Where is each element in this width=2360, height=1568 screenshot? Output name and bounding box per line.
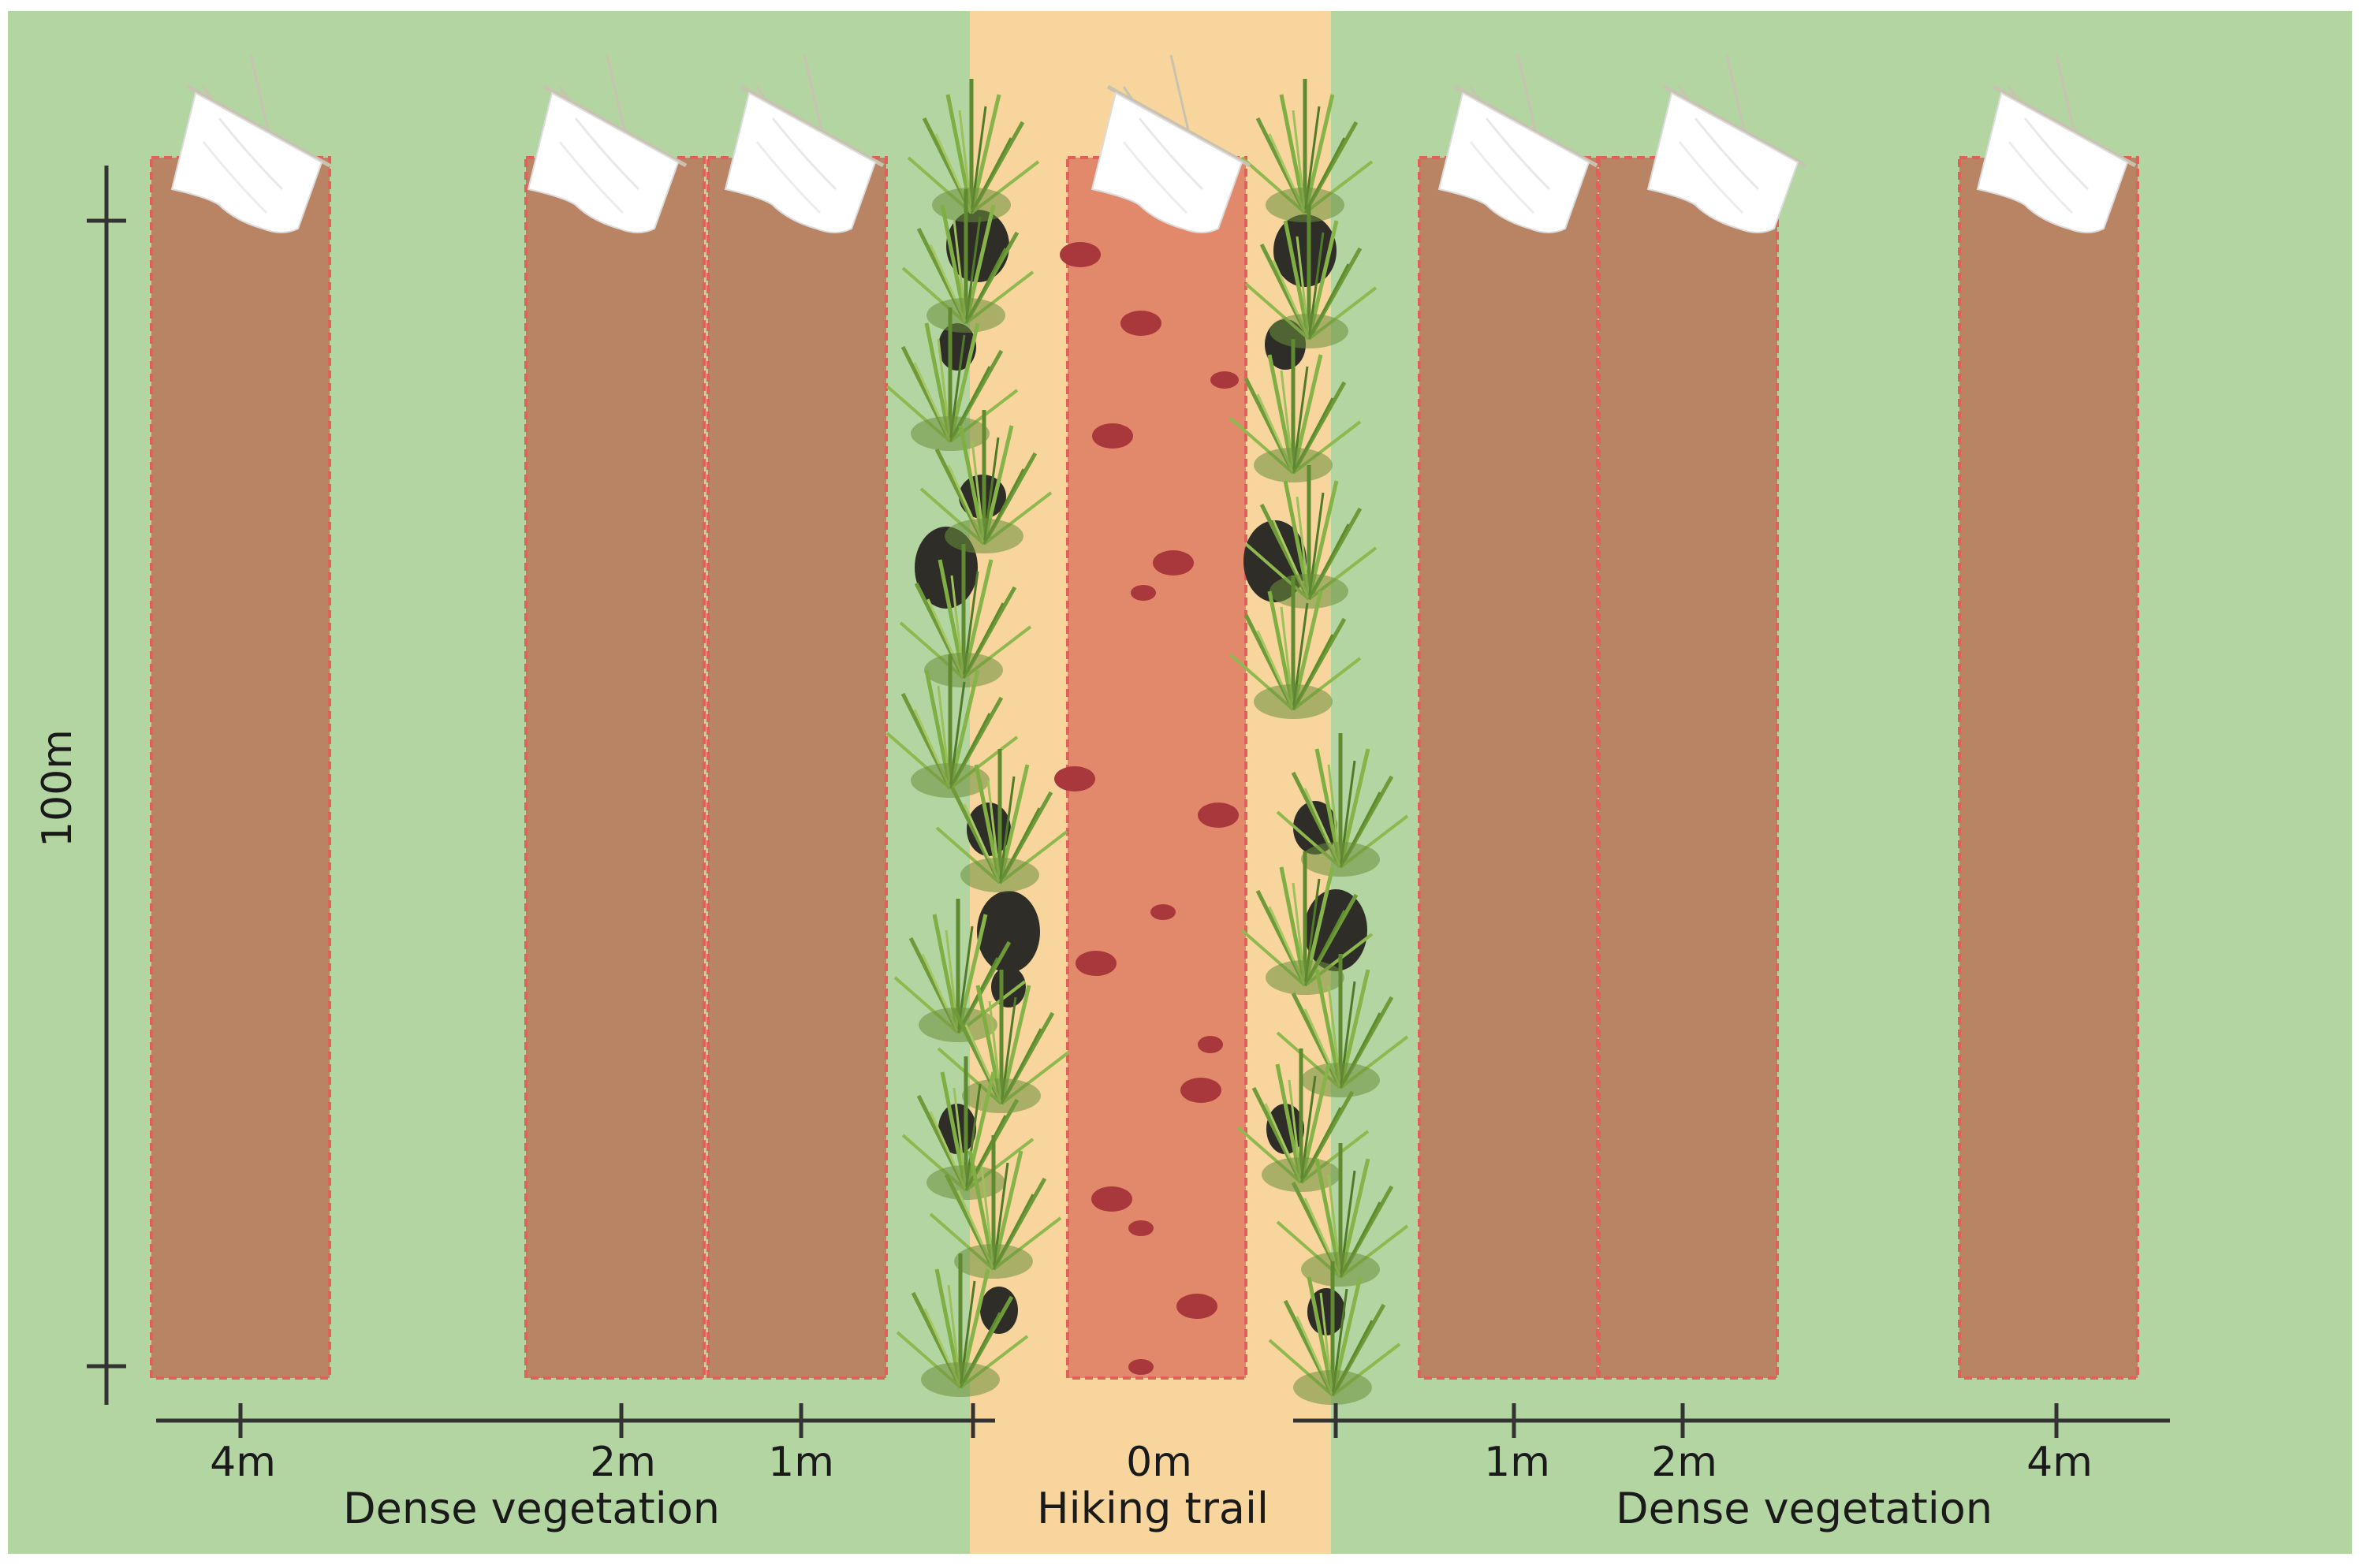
pebble-icon [1176, 1294, 1217, 1319]
pebble-icon [1091, 1186, 1132, 1212]
distance-label-left-2m: 2m [590, 1439, 656, 1486]
plot-left-2m [524, 156, 706, 1380]
zone-label-trail: Hiking trail [1037, 1484, 1269, 1533]
vertical-scale-label: 100m [34, 729, 81, 847]
distance-label-left-1m: 1m [768, 1439, 834, 1486]
distance-label-trail-0m: 0m [1126, 1439, 1192, 1486]
pebble-icon [1198, 803, 1239, 828]
rock-icon [946, 210, 1009, 282]
pebble-icon [1153, 550, 1194, 575]
pebble-icon [1131, 585, 1156, 601]
trail-pebbles [1054, 242, 1239, 1375]
pebble-icon [1060, 242, 1101, 267]
distance-label-right-2m: 2m [1651, 1439, 1717, 1486]
pebble-icon [1054, 766, 1095, 791]
zone-label-left: Dense vegetation [343, 1484, 720, 1533]
left-plots [150, 156, 888, 1380]
rock-icon [938, 323, 976, 371]
pebble-icon [1092, 423, 1133, 449]
distance-label-right-1m: 1m [1484, 1439, 1550, 1486]
pebble-icon [1120, 311, 1161, 336]
pebble-icon [1180, 1078, 1221, 1103]
vertical-scale-bar [87, 166, 126, 1405]
right-distance-axis [1293, 1403, 2170, 1438]
distance-label-right-4m: 4m [2026, 1439, 2093, 1486]
rock-icon [977, 891, 1040, 973]
pebble-icon [1128, 1359, 1154, 1375]
rock-icon [980, 1287, 1018, 1334]
left-distance-axis [156, 1403, 995, 1438]
pebble-icon [1076, 951, 1117, 976]
pebble-icon [1210, 371, 1239, 389]
plot-right-2m [1598, 156, 1779, 1380]
plot-trail-0m [1066, 156, 1247, 1380]
rock-icon [991, 966, 1026, 1007]
pebble-icon [1150, 904, 1176, 920]
zone-label-right: Dense vegetation [1616, 1484, 1993, 1533]
pebble-icon [1128, 1220, 1154, 1236]
plot-right-4m [1958, 156, 2139, 1380]
right-plots [1418, 156, 2139, 1380]
pebble-icon [1198, 1036, 1223, 1053]
distance-label-left-4m: 4m [210, 1439, 276, 1486]
rock-icon [1273, 214, 1337, 287]
plot-left-1m [707, 156, 888, 1380]
plot-left-4m [150, 156, 331, 1380]
plot-right-1m [1418, 156, 1599, 1380]
